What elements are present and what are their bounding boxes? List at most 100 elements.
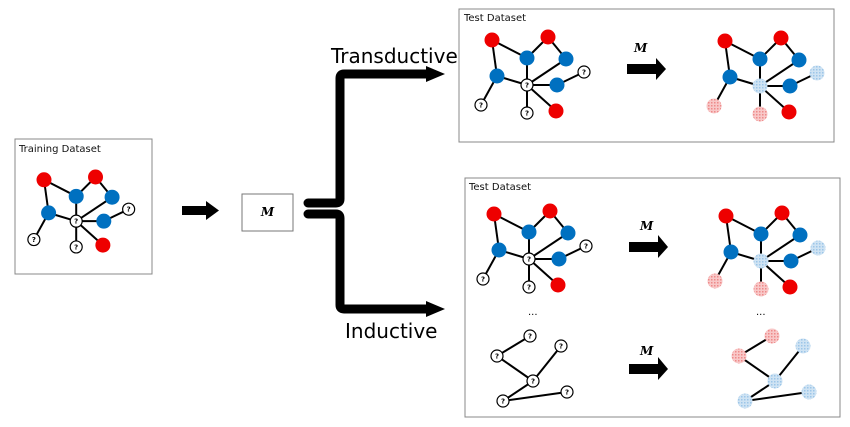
labeled-red-node [484,32,500,48]
test-graph-predicted [706,30,825,122]
predicted-red-node [753,281,769,297]
inductive-branch-arrow [303,209,445,317]
labeled-red-node [486,206,502,222]
graph-edge [760,234,801,262]
unlabeled-node [520,78,534,92]
graph-edge [502,391,568,402]
unknown-mark: ? [531,378,535,386]
unknown-mark: ? [565,389,569,397]
unlabeled-node [526,374,540,388]
transductive-label: Transductive [330,44,458,68]
predicted-blue-node [767,373,783,389]
labeled-blue-node [549,77,565,93]
labeled-blue-node [489,68,505,84]
labeled-blue-node [104,189,120,205]
unknown-mark: ? [74,218,78,226]
labeled-blue-node [560,225,576,241]
unknown-mark: ? [127,206,131,214]
model-label: M [633,41,648,55]
graph-edge [744,391,810,402]
input-arrow [182,201,219,220]
ellipsis-left: ... [528,307,538,318]
labeled-blue-node [68,188,84,204]
unlabeled-node [69,214,83,228]
predicted-blue-node [753,253,769,269]
labeled-red-node [782,279,798,295]
graph-edge [528,232,569,260]
unknown-mark: ? [528,333,532,341]
predicted-blue-node [737,393,753,409]
unknown-mark: ? [74,243,78,251]
unlabeled-node [577,65,591,79]
unknown-mark: ? [584,243,588,251]
predicted-blue-node [801,384,817,400]
graph-edge [759,59,800,87]
labeled-blue-node [792,227,808,243]
predicted-blue-node [810,240,826,256]
test-dataset-box-inductive: Test Dataset ???? M ... ... ?????? M [464,177,841,418]
labeled-red-node [542,203,558,219]
unlabeled-node [69,240,83,254]
ellipsis-right: ... [756,307,766,318]
labeled-red-node [36,172,52,188]
model-box: M [241,193,294,232]
labeled-blue-node [782,78,798,94]
labeled-red-node [773,30,789,46]
labeled-blue-node [491,242,507,258]
training-dataset-title: Training Dataset [18,144,101,155]
training-graph: ???? [27,169,136,254]
predicted-red-node [706,98,722,114]
labeled-blue-node [519,50,535,66]
predicted-red-node [731,348,747,364]
unknown-mark: ? [582,69,586,77]
inductive-label: Inductive [345,319,437,343]
labeled-red-node [88,169,104,185]
predicted-blue-node [809,65,825,81]
unknown-mark: ? [559,343,563,351]
test-dataset-title: Test Dataset [463,13,526,24]
unknown-mark: ? [479,102,483,110]
predicted-red-node [764,328,780,344]
model-apply-arrow: M [627,41,666,80]
test-graph-1-unlabeled: ???? [476,203,593,294]
unlabeled-node [523,329,537,343]
labeled-blue-node [96,213,112,229]
unlabeled-node [474,98,488,112]
unlabeled-node [122,202,136,216]
test-dataset-title: Test Dataset [468,182,531,193]
labeled-blue-node [752,51,768,67]
predicted-blue-node [752,78,768,94]
unknown-mark: ? [527,256,531,264]
test-graph-2-predicted [731,328,817,409]
predicted-red-node [752,106,768,122]
unlabeled-node [560,385,574,399]
unlabeled-node [520,106,534,120]
unknown-mark: ? [32,236,36,244]
transductive-branch-arrow [303,66,445,208]
labeled-blue-node [753,226,769,242]
labeled-red-node [717,33,733,49]
labeled-blue-node [791,52,807,68]
model-label: M [260,205,275,219]
graph-edge [532,345,562,382]
unknown-mark: ? [495,353,499,361]
unlabeled-node [496,394,510,408]
model-apply-arrow-2: M [629,344,668,380]
training-dataset-box: Training Dataset ???? [14,138,153,275]
model-apply-arrow-1: M [629,219,668,258]
unlabeled-node [522,252,536,266]
predicted-red-node [707,273,723,289]
labeled-blue-node [558,51,574,67]
unlabeled-node [554,339,568,353]
unlabeled-node [476,272,490,286]
model-label: M [639,344,654,358]
predicted-blue-node [795,338,811,354]
unlabeled-node [27,232,41,247]
unknown-mark: ? [525,110,529,118]
labeled-blue-node [783,253,799,269]
unknown-mark: ? [481,276,485,284]
labeled-blue-node [521,224,537,240]
labeled-red-node [548,103,564,119]
labeled-blue-node [41,205,57,221]
labeled-blue-node [722,69,738,85]
